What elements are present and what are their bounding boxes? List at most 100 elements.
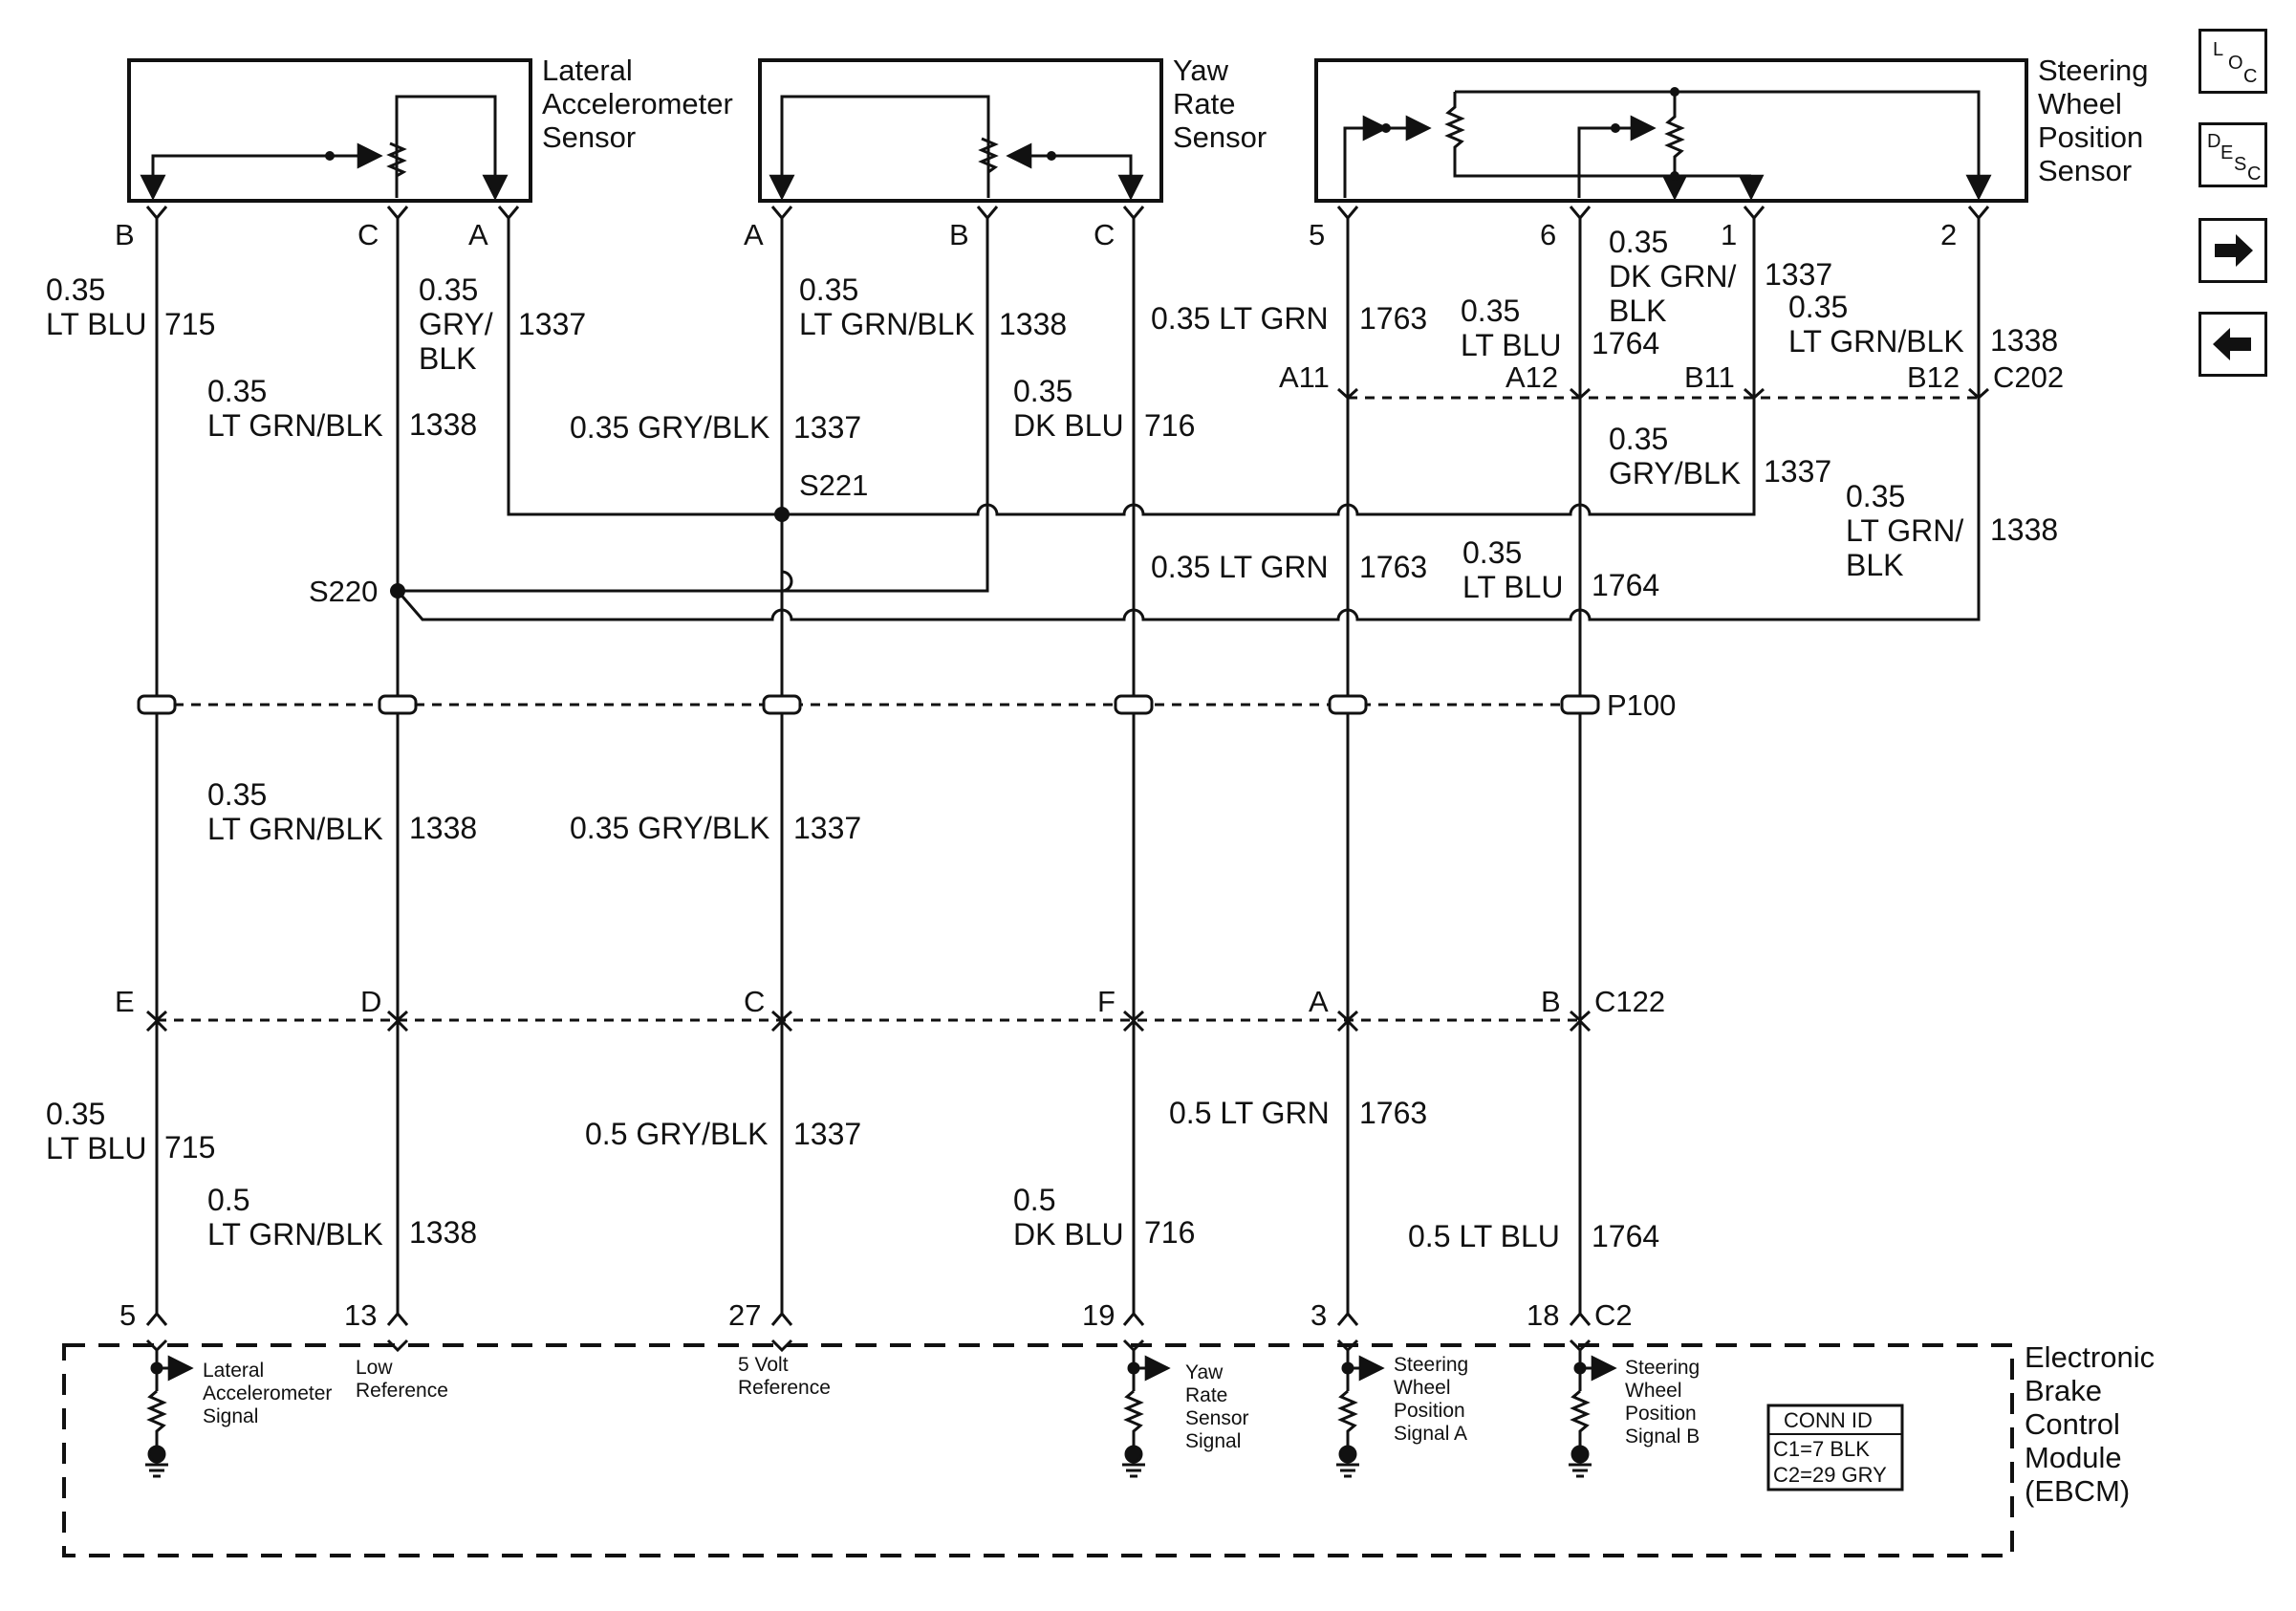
circuit-number: 715 (164, 1130, 215, 1165)
ebcm-module[interactable] (62, 1343, 2014, 1557)
arrow-right-icon (2215, 234, 2253, 267)
conn-id-title: CONN ID (1784, 1408, 1873, 1432)
circuit-number: 1764 (1592, 326, 1659, 360)
connector-c122-label: C122 (1594, 985, 1665, 1018)
desc-c: C (2247, 163, 2262, 185)
ebcm-yaw-circuit (1122, 1339, 1171, 1478)
wire-1337-b (770, 206, 1756, 1314)
pin-c122-a: A (1309, 985, 1329, 1018)
pin-c202-a12: A12 (1505, 360, 1558, 394)
circuit-number: 1337 (518, 307, 586, 341)
circuit-number: 1337 (793, 811, 861, 845)
splice-s221-dot (774, 507, 790, 522)
ebcm-swb-circuit (1569, 1339, 1617, 1478)
circuit-number: 1763 (1359, 1096, 1427, 1130)
arrow-left-icon (2213, 328, 2251, 360)
loc-o: O (2228, 53, 2243, 74)
wire-1338-c (1967, 206, 1990, 398)
pin-c2-27: 27 (728, 1298, 761, 1332)
wire-715 (145, 206, 168, 1314)
pin-c122-c: C (744, 985, 765, 1018)
wire-1763 (1336, 206, 1359, 1314)
next-page-button[interactable] (2199, 218, 2267, 283)
pin-c122-d: D (360, 985, 381, 1018)
circuit-number: 1338 (409, 407, 477, 442)
circuit-number: 716 (1144, 1215, 1195, 1250)
circuit-number: 1337 (1765, 257, 1832, 292)
pin-lat-a: A (468, 218, 488, 251)
pin-c122-b: B (1541, 985, 1561, 1018)
wire-label: 0.5 LT BLU (1408, 1219, 1560, 1253)
circuit-number: 1763 (1359, 550, 1427, 584)
desc-e: E (2220, 142, 2234, 163)
circuit-number: 1338 (409, 811, 477, 845)
wire-label: 0.35 GRY/BLK (570, 410, 769, 445)
pin-c2-18: 18 (1527, 1298, 1559, 1332)
connector-p100-label: P100 (1607, 688, 1676, 722)
pin-c2-5: 5 (119, 1298, 136, 1332)
circuit-number: 715 (164, 307, 215, 341)
splice-s220-label: S220 (309, 575, 378, 608)
wire-1338-a (386, 206, 409, 1314)
pin-yaw-c: C (1094, 218, 1115, 251)
steering-wheel-position-sensor[interactable] (1314, 58, 2028, 203)
connector-c202 (1336, 387, 1990, 401)
pin-yaw-b: B (949, 218, 969, 251)
desc-button[interactable]: D E S C (2199, 122, 2267, 187)
wire-1764 (1569, 206, 1592, 1314)
connector-c122 (145, 1010, 1592, 1033)
pin-sw-1: 1 (1721, 218, 1737, 251)
wire-1338-b (396, 206, 1981, 621)
wire-label: 0.35 LT GRN (1151, 550, 1329, 584)
circuit-number: 1337 (1764, 454, 1831, 489)
connector-c2 (145, 1311, 1592, 1326)
desc-d: D (2207, 131, 2221, 152)
circuit-number: 1763 (1359, 301, 1427, 336)
conn-id-c2: C2=29 GRY (1773, 1463, 1887, 1487)
circuit-number: 1338 (1990, 323, 2058, 358)
pin-c202-a11: A11 (1279, 360, 1330, 394)
circuit-number: 1338 (409, 1215, 477, 1250)
ebcm-lateral-circuit (145, 1339, 194, 1478)
splice-s221-label: S221 (799, 468, 868, 502)
wire-716 (1122, 206, 1145, 1314)
circuit-number: 1764 (1592, 1219, 1659, 1253)
pin-c122-e: E (115, 985, 135, 1018)
pin-sw-5: 5 (1309, 218, 1325, 251)
pin-c2-13: 13 (344, 1298, 377, 1332)
prev-page-button[interactable] (2199, 312, 2267, 377)
yaw-rate-sensor[interactable] (758, 58, 1163, 203)
pin-lat-b: B (115, 218, 135, 251)
connector-c2-label: C2 (1594, 1298, 1633, 1332)
wire-label: 0.5 LT GRN (1169, 1096, 1330, 1130)
pin-c2-19: 19 (1082, 1298, 1115, 1332)
connector-p100 (137, 694, 1600, 715)
ebcm-swa-circuit (1336, 1339, 1385, 1478)
circuit-number: 1337 (793, 410, 861, 445)
loc-button[interactable]: L O C (2199, 29, 2267, 94)
wire-1337-a (497, 206, 782, 516)
pin-sw-6: 6 (1540, 218, 1556, 251)
lateral-accelerometer-sensor[interactable] (127, 58, 532, 203)
splice-s220-dot (390, 583, 405, 599)
pin-yaw-a: A (744, 218, 764, 251)
pin-c202-b12: B12 (1907, 360, 1960, 394)
pin-sw-2: 2 (1940, 218, 1957, 251)
